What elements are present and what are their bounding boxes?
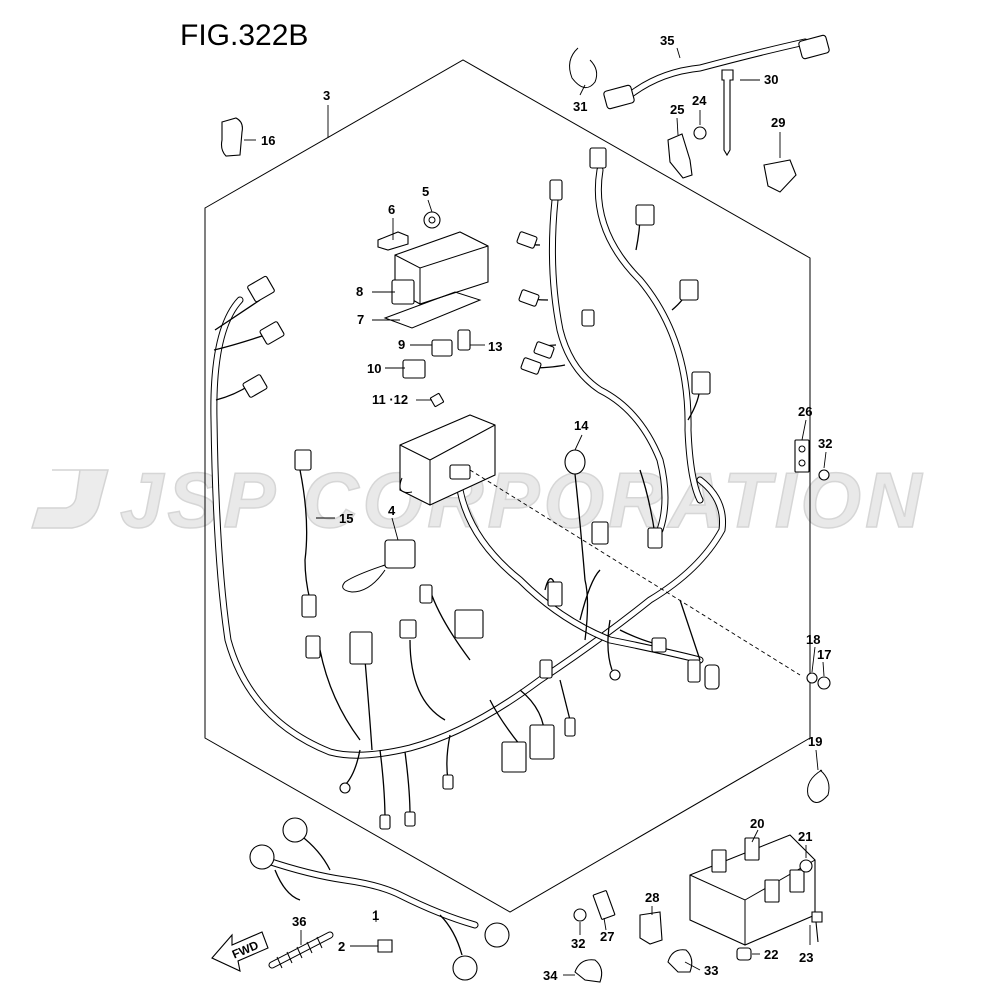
callout-29: 29 xyxy=(771,115,785,130)
callout-8: 8 xyxy=(356,284,363,299)
callout-31: 31 xyxy=(573,99,587,114)
clip-item-31 xyxy=(569,47,598,89)
callout-17: 17 xyxy=(817,647,831,662)
callout-2: 2 xyxy=(338,939,345,954)
callout-14: 14 xyxy=(574,418,589,433)
cable-tie-item-30 xyxy=(721,69,734,157)
callout-13: 13 xyxy=(488,339,502,354)
clamp-item-29 xyxy=(763,159,797,193)
direction-arrow: FWD xyxy=(211,931,269,972)
sub-harness-item-1 xyxy=(249,817,510,981)
plate-items-26-32 xyxy=(794,439,830,481)
assembly-boundary xyxy=(204,59,811,913)
callout-1: 1 xyxy=(372,908,379,923)
sub-harness-item-35 xyxy=(603,34,830,110)
callout-32-bottom: 32 xyxy=(571,936,585,951)
callout-11-12: 11 ·12 xyxy=(372,392,408,407)
callout-24: 24 xyxy=(692,93,707,108)
callout-18: 18 xyxy=(806,632,820,647)
bolt-item-23 xyxy=(811,911,823,943)
fuse-box-parts xyxy=(377,211,496,506)
washer-items-17-18 xyxy=(469,469,831,690)
watermark-text: JSP CORPORATION xyxy=(120,456,925,544)
callout-26: 26 xyxy=(798,404,812,419)
callout-3: 3 xyxy=(323,88,330,103)
clamp-item-33 xyxy=(667,949,693,973)
callout-15: 15 xyxy=(339,511,353,526)
callout-20: 20 xyxy=(750,816,764,831)
callout-9: 9 xyxy=(398,337,405,352)
bracket-item-28 xyxy=(639,911,663,945)
clip-item-19 xyxy=(807,769,830,803)
plate-item-27 xyxy=(592,890,616,920)
callout-7: 7 xyxy=(357,312,364,327)
sensor-item-14 xyxy=(564,449,589,641)
bracket-item-20 xyxy=(689,834,816,946)
cap-item-16 xyxy=(220,117,243,157)
callout-27: 27 xyxy=(600,929,614,944)
callout-21: 21 xyxy=(798,829,812,844)
callout-33: 33 xyxy=(704,963,718,978)
clamp-item-34 xyxy=(574,959,603,983)
callout-36: 36 xyxy=(292,914,306,929)
callout-numbers: 1 2 3 4 5 6 7 8 9 10 11 ·12 13 14 15 16 … xyxy=(261,33,832,983)
grommet-item-2 xyxy=(377,939,393,953)
callout-28: 28 xyxy=(645,890,659,905)
tube-item-36 xyxy=(268,931,334,969)
callout-4: 4 xyxy=(388,503,396,518)
callout-5: 5 xyxy=(422,184,429,199)
grommet-item-22 xyxy=(736,947,752,961)
callout-30: 30 xyxy=(764,72,778,87)
callout-19: 19 xyxy=(808,734,822,749)
callout-23: 23 xyxy=(799,950,813,965)
callout-25: 25 xyxy=(670,102,684,117)
nut-item-21 xyxy=(799,859,813,873)
screw-item-32-bottom xyxy=(573,908,587,922)
harness-connectors xyxy=(242,147,720,830)
callout-6: 6 xyxy=(388,202,395,217)
callout-34: 34 xyxy=(543,968,558,983)
callout-35: 35 xyxy=(660,33,674,48)
leader-lines xyxy=(244,47,827,976)
callout-10: 10 xyxy=(367,361,381,376)
bracket-items-24-25 xyxy=(667,126,707,179)
figure-title: FIG.322B xyxy=(180,19,308,52)
watermark: JSP CORPORATION xyxy=(30,455,925,545)
callout-16: 16 xyxy=(261,133,275,148)
callout-22: 22 xyxy=(764,947,778,962)
relay-item-4 xyxy=(342,539,416,593)
callout-32-top: 32 xyxy=(818,436,832,451)
